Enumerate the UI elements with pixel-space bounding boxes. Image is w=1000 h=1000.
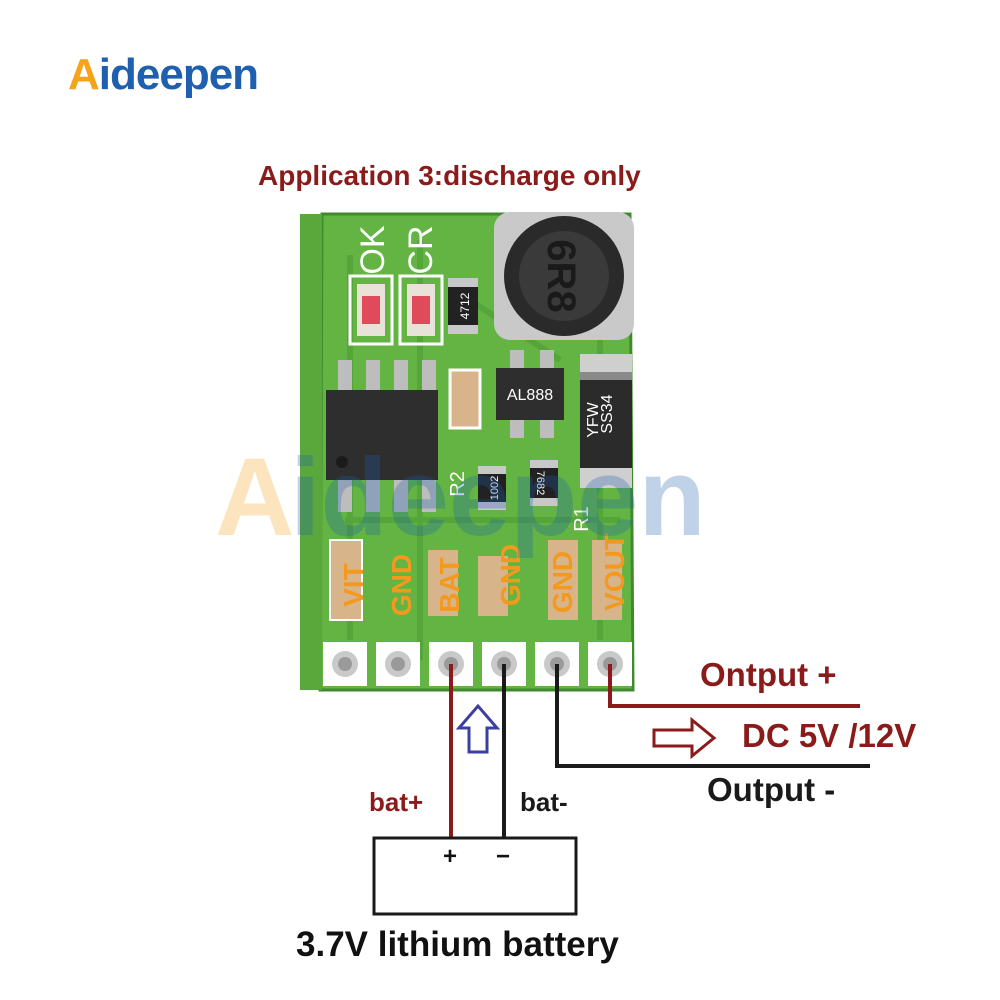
resistor-1002-marking: 1002 — [489, 476, 501, 500]
resistor-4712-marking: 4712 — [458, 292, 472, 319]
capacitor-center — [448, 368, 482, 430]
battery-caption: 3.7V lithium battery — [296, 925, 619, 964]
pin-labels: VIT GND BAT GND GND VOUT — [338, 533, 630, 616]
arrow-right-icon — [652, 716, 717, 760]
diagram-title: Application 3:discharge only — [258, 160, 641, 191]
resistor-4712: 4712 — [448, 278, 478, 334]
bat-plus-label: bat+ — [369, 787, 424, 817]
bat-minus-label: bat- — [520, 787, 568, 817]
brand-logo: Aideepen — [68, 50, 259, 99]
watermark: A ideepen — [215, 436, 706, 559]
output-minus-label: Output - — [707, 771, 836, 808]
diode-marking-1: YFW — [585, 401, 602, 437]
silk-cr: CR — [402, 225, 440, 274]
battery-body — [372, 836, 578, 916]
bottom-capacitors — [329, 539, 622, 621]
diode-marking-2: SS34 — [599, 394, 616, 433]
pin-label-gnd-2: GND — [495, 544, 526, 606]
header-pads — [323, 642, 632, 686]
battery-minus-terminal: − — [496, 843, 510, 870]
pin-label-bat: BAT — [434, 557, 465, 612]
wire-output-minus — [555, 664, 870, 768]
diode-ss34: YFW SS34 — [580, 354, 632, 488]
silk-ok: OK — [354, 225, 392, 274]
chip-sop8 — [326, 360, 438, 512]
inductor-marking: 6R8 — [539, 239, 583, 312]
battery: + − — [372, 836, 578, 916]
resistor-7682-marking: 7682 — [534, 471, 546, 495]
pcb-board: 6R8 OK CR 4712 — [300, 212, 635, 692]
output-plus-label: Ontput + — [700, 656, 837, 693]
watermark-rest: ideepen — [290, 436, 706, 559]
chip-al888-marking: AL888 — [507, 387, 553, 404]
inductor: 6R8 — [494, 212, 634, 340]
resistor-7682: 7682 — [530, 460, 558, 506]
arrow-up-icon — [455, 703, 501, 754]
chip-al888: AL888 — [496, 350, 564, 438]
resistor-1002: 1002 — [478, 466, 506, 510]
led-cr — [398, 274, 444, 346]
silk-r1: R1 — [571, 506, 593, 532]
battery-plus-terminal: + — [443, 843, 457, 870]
pcb-edge — [300, 214, 322, 690]
pin-label-gnd-3: GND — [547, 551, 578, 613]
pin-label-vout: VOUT — [599, 533, 630, 611]
output-voltage-label: DC 5V /12V — [742, 717, 917, 754]
wire-output-plus — [608, 664, 860, 708]
pin-label-gnd-1: GND — [386, 554, 417, 616]
led-ok — [348, 274, 394, 346]
watermark-first-letter: A — [215, 436, 294, 559]
wires — [449, 664, 870, 838]
pin-label-vit: VIT — [338, 563, 369, 607]
silk-r2: R2 — [447, 471, 469, 497]
